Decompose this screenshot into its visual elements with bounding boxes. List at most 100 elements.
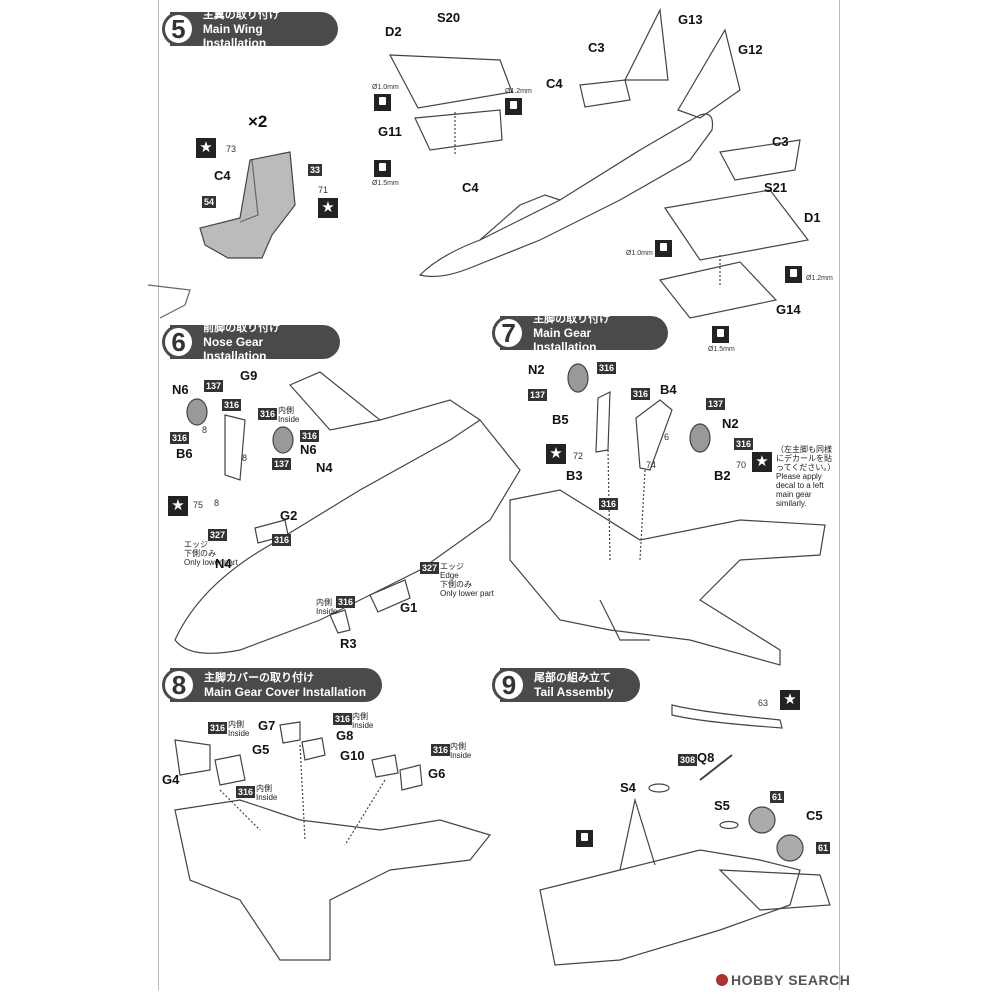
paint-code: 316 [272,534,292,546]
part-label: B5 [552,412,569,427]
stab-c3-drawing [719,139,801,181]
inside-note-en: Inside [256,793,278,802]
part-label: B3 [566,468,583,483]
part-label: C3 [588,40,605,55]
part-label: N2 [722,416,739,431]
hole-diameter: Ø1.5mm [372,180,399,187]
part-label: Q8 [697,750,715,765]
edge2-lower-jp: 下側のみ [440,580,472,589]
paint-code: 316 [300,430,320,442]
tail-assembly-drawing [539,849,801,966]
quantity-multiplier: ×2 [248,112,268,131]
decal-number: 63 [758,698,769,708]
drill-hole-icon [785,266,802,283]
part-label: D2 [385,24,402,39]
decal-note-jp: （左主脚も同様にデカールを貼ってください。） [776,445,836,472]
drill-hole-icon [576,830,593,847]
decal-number: 73 [226,144,237,154]
inside-note-en: Inside [278,415,300,424]
decal-number: 75 [193,500,204,510]
step-title-en: Tail Assembly [534,685,614,699]
wing-g14-drawing [658,261,778,319]
inside-note-en: Inside [450,751,472,760]
part-number: 8 [242,453,248,463]
nozzle-c5-upper [748,806,776,834]
paint-code: 137 [528,389,548,401]
paint-code: 137 [204,380,224,392]
decal-number: 72 [573,451,584,461]
paint-code: 316 [208,722,228,734]
hole-diameter: Ø1.5mm [708,346,735,353]
part-label: N4 [215,556,232,571]
probe-q8 [699,754,733,781]
paint-code: 327 [420,562,440,574]
part-label: C3 [772,134,789,149]
inside-note-en: Inside [352,721,374,730]
part-label: S20 [437,10,461,25]
step-title-jp: 主脚の取り付け [533,313,611,325]
part-label: N4 [316,460,333,475]
paint-code: 316 [597,362,617,374]
decal-number: 74 [646,460,657,470]
part-label: N6 [300,442,317,457]
paint-code: 316 [336,596,356,608]
part-label: C4 [546,76,563,91]
part-label: G6 [428,766,446,781]
wing-d2-drawing [388,54,513,109]
paint-code: 61 [770,791,785,803]
main-gear-fuselage-drawing [509,489,826,666]
edge2-lower-en: Only lower part [440,589,494,598]
paint-code: 33 [308,164,323,176]
part-label: D1 [804,210,821,225]
part-label: G9 [240,368,258,383]
part-s4-ring [648,783,670,793]
drill-hole-icon [712,326,729,343]
inside2-note-en: Inside [316,607,338,616]
paint-code: 54 [202,196,217,208]
hole-diameter: Ø1.2mm [505,88,532,95]
inside-note-jp: 内側 [450,742,466,751]
part-label: G14 [776,302,801,317]
nose-wheel-right [272,426,294,454]
inside2-note-jp: 内側 [316,598,332,607]
step-title-en: Main Gear Cover Installation [204,685,367,699]
ejection-seat-drawing [199,151,296,259]
edge-note-jp: エッジ [184,540,208,549]
decal-star-icon: ★ [168,496,188,516]
decal-star-icon: ★ [196,138,216,158]
decal-star-icon: ★ [546,444,566,464]
step-title-jp: 主脚カバーの取り付け [204,672,314,684]
inside-note-jp: 内側 [352,712,368,721]
part-label: G2 [280,508,298,523]
paint-code: 137 [272,458,292,470]
paint-code: 316 [258,408,278,420]
fin-g13-drawing [624,7,669,81]
part-label: G5 [252,742,270,757]
part-label: C4 [462,180,479,195]
part-label: G4 [162,772,180,787]
step-title-jp: 主翼の取り付け [202,9,280,21]
part-label: G8 [336,728,354,743]
part-label: G7 [258,718,276,733]
part-number: 6 [664,432,670,442]
part-label: N2 [528,362,545,377]
step-number: 9 [492,668,526,702]
step-title-en: Main Gear Installation [533,326,597,354]
probe-detail [671,704,783,729]
nose-wheel-left [186,398,208,426]
gear-cover-fuselage-drawing [174,799,492,961]
edge2-note-jp: エッジ [440,562,464,571]
inside-note-jp: 内側 [228,720,244,729]
part-label: G1 [400,600,418,615]
paint-code: 61 [816,842,831,854]
main-wheel-right [689,423,711,453]
stab-c3-top-drawing [579,79,631,108]
part-label: G11 [378,124,402,139]
part-label: S21 [764,180,788,195]
paint-code: 137 [706,398,726,410]
